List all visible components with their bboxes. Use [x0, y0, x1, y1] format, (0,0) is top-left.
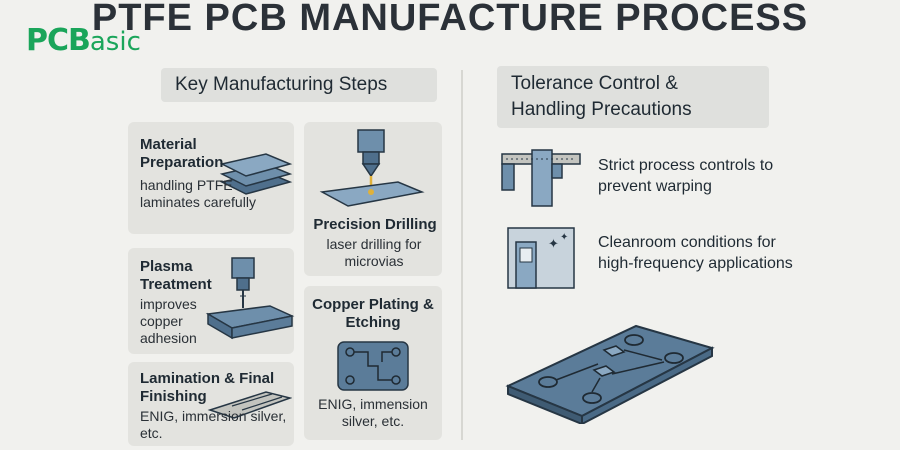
plasma-nozzle-icon [205, 257, 295, 340]
cleanroom-icon: ✦ ✦ [507, 227, 575, 289]
precaution-cleanroom-text: Cleanroom conditions for high-frequency … [598, 234, 793, 272]
step-card-material-preparation: Material Preparation handling PTFE lamin… [128, 122, 294, 234]
step-card-precision-drilling: Precision Drilling laser drilling for mi… [304, 122, 442, 276]
brand-logo: PCBasic [26, 26, 141, 56]
step-description: improves copper adhesion [140, 296, 197, 346]
section-heading-tolerance: Tolerance Control & Handling Precautions [497, 66, 769, 128]
circuit-chip-icon [337, 341, 409, 391]
laser-drill-icon [319, 129, 425, 207]
svg-text:✦: ✦ [560, 232, 568, 243]
step-card-plasma-treatment: Plasma Treatment improves copper adhesio… [128, 248, 295, 354]
page-title: PTFE PCB MANUFACTURE PROCESS [91, 0, 809, 39]
svg-text:✦: ✦ [548, 237, 559, 252]
step-title: Plasma Treatment [140, 258, 212, 293]
step-description: ENIG, immersion silver, etc. [140, 408, 287, 441]
stacked-laminates-icon [219, 153, 293, 195]
step-description: handling PTFE laminates carefully [140, 177, 256, 210]
caliper-icon [501, 149, 581, 207]
pcb-board-icon [505, 324, 715, 424]
step-description: laser drilling for microvias [326, 236, 422, 269]
step-description: ENIG, immension silver, etc. [318, 396, 428, 429]
logo-text: PCB [26, 23, 91, 58]
step-card-copper-plating: Copper Plating & Etching ENIG, immension… [304, 286, 442, 440]
section-heading-steps: Key Manufacturing Steps [161, 68, 437, 102]
column-divider [461, 70, 463, 440]
step-title: Material Preparation [140, 136, 224, 171]
laminated-sheet-icon [207, 391, 292, 419]
step-title: Copper Plating & Etching [312, 296, 434, 331]
step-title: Precision Drilling [313, 216, 437, 233]
precaution-controls-text: Strict process controls to prevent warpi… [598, 157, 774, 195]
logo-suffix: asic [89, 27, 141, 57]
step-title: Lamination & Final Finishing [140, 370, 275, 405]
step-card-lamination: Lamination & Final Finishing ENIG, immer… [128, 362, 294, 446]
